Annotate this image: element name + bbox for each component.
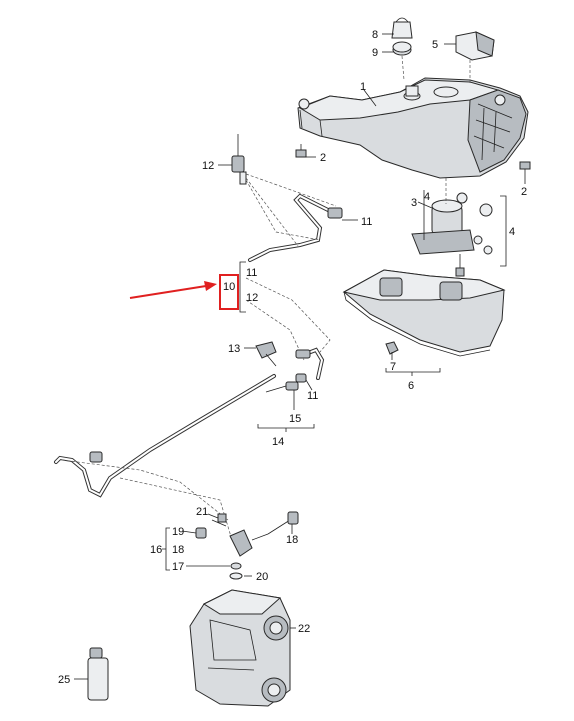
callout-4a: 4 — [424, 191, 430, 203]
callout-13: 13 — [228, 343, 240, 355]
callout-5: 5 — [432, 39, 438, 51]
tank-assembly — [297, 77, 529, 179]
callout-11a: 11 — [361, 216, 372, 228]
callout-labels: 1 2 2 3 4 4 5 6 7 8 9 10 11 11 11 12 12 … — [58, 29, 527, 686]
callout-9: 9 — [372, 47, 378, 59]
callout-21: 21 — [196, 506, 208, 518]
callout-20: 20 — [256, 571, 268, 583]
callout-7: 7 — [390, 361, 396, 373]
screw-2b — [519, 161, 531, 180]
callout-4: 4 — [509, 226, 515, 238]
callout-2a: 2 — [320, 152, 326, 164]
callout-1: 1 — [360, 81, 366, 93]
screw-2a — [295, 144, 307, 158]
callout-14: 14 — [272, 436, 284, 448]
pipe-lines — [54, 193, 343, 498]
callout-6: 6 — [408, 380, 414, 392]
particulate-filter-22 — [189, 589, 291, 707]
connector-15 — [265, 381, 299, 393]
connector-11b — [295, 349, 311, 359]
cap-8 — [391, 17, 413, 39]
injector-assembly — [195, 511, 299, 580]
pointer-arrow — [129, 281, 217, 299]
callout-11c: 11 — [307, 390, 318, 402]
pump-assembly — [411, 192, 493, 277]
bracket-plate-6 — [342, 269, 506, 357]
clip-13 — [255, 341, 277, 367]
callout-18a: 18 — [172, 544, 184, 556]
callout-3: 3 — [411, 197, 417, 209]
module-5 — [455, 31, 495, 61]
nut-7 — [385, 341, 399, 355]
callout-25: 25 — [58, 674, 70, 686]
ring-9 — [392, 41, 412, 56]
connector-11c — [295, 373, 307, 383]
callout-18b: 18 — [286, 534, 298, 546]
callout-12b: 12 — [246, 292, 258, 304]
callout-17: 17 — [172, 561, 184, 573]
callout-8: 8 — [372, 29, 378, 41]
callout-15: 15 — [289, 413, 301, 425]
callout-2b: 2 — [521, 186, 527, 198]
brackets — [162, 190, 507, 571]
callout-19: 19 — [172, 526, 184, 538]
callout-22: 22 — [298, 623, 310, 635]
leader-lines — [74, 33, 526, 680]
fluid-bottle-25 — [87, 647, 109, 701]
callout-12a: 12 — [202, 160, 214, 172]
callout-11b: 11 — [246, 267, 257, 279]
callout-16: 16 — [150, 544, 162, 556]
sensor-12 — [231, 134, 247, 185]
highlight-box — [219, 274, 239, 310]
callout-10: 10 — [223, 281, 235, 293]
